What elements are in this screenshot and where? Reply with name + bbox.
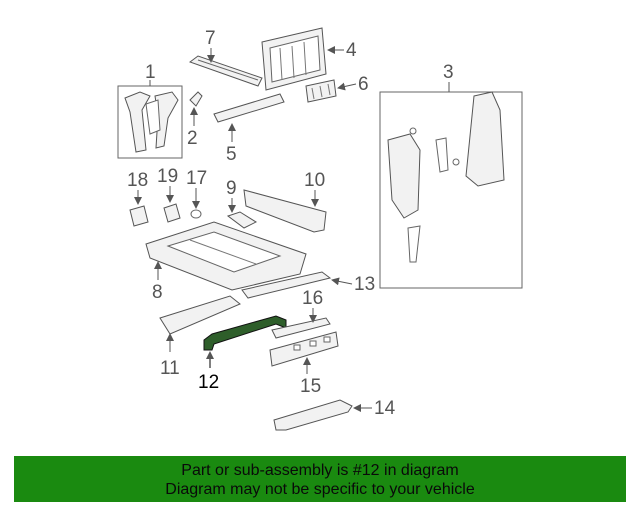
part-8-floor-pan [145,221,307,291]
callout-7: 7 [205,28,216,49]
callout-8: 8 [152,282,163,303]
part-5-crossmember [213,93,285,123]
part-17-grommet [190,209,202,219]
banner-line-1: Part or sub-assembly is #12 in diagram [181,462,459,479]
callout-14: 14 [374,398,396,419]
part-7-rail [188,55,263,87]
part-4-back-panel [261,27,327,91]
parts-diagram: 1 2 7 4 6 5 [117,27,523,431]
part-1-pillar-assembly [117,85,183,159]
callout-5: 5 [226,144,237,165]
callout-3: 3 [443,62,454,83]
info-banner: Part or sub-assembly is #12 in diagram D… [14,456,626,502]
part-14-rail [273,399,353,431]
callout-2: 2 [187,128,198,149]
callout-1: 1 [145,62,156,83]
callout-15: 15 [300,376,321,397]
part-3-quarter-panel-assembly [379,91,523,289]
callout-19: 19 [157,166,178,187]
callout-18: 18 [127,170,148,191]
callout-16: 16 [302,288,323,309]
callout-13: 13 [354,274,375,295]
callout-12: 12 [198,372,219,393]
part-2-bracket [189,91,203,107]
banner-line-2: Diagram may not be specific to your vehi… [165,481,475,498]
part-15-panel [269,331,339,367]
part-18-bracket [129,205,149,227]
part-6-vent [305,79,337,103]
callout-4: 4 [346,40,357,61]
part-13-crossmember [241,271,332,299]
part-11-rail [159,295,241,335]
part-16-strip [271,317,331,339]
callout-6: 6 [358,74,369,95]
callout-10: 10 [304,170,325,191]
part-19-bracket [163,203,181,223]
part-9-bracket [226,211,258,229]
callout-17: 17 [186,168,207,189]
callout-9: 9 [226,178,237,199]
part-10-side-rail [243,189,327,233]
part-12-crossmember-highlighted [203,315,287,351]
callout-11: 11 [160,358,180,379]
